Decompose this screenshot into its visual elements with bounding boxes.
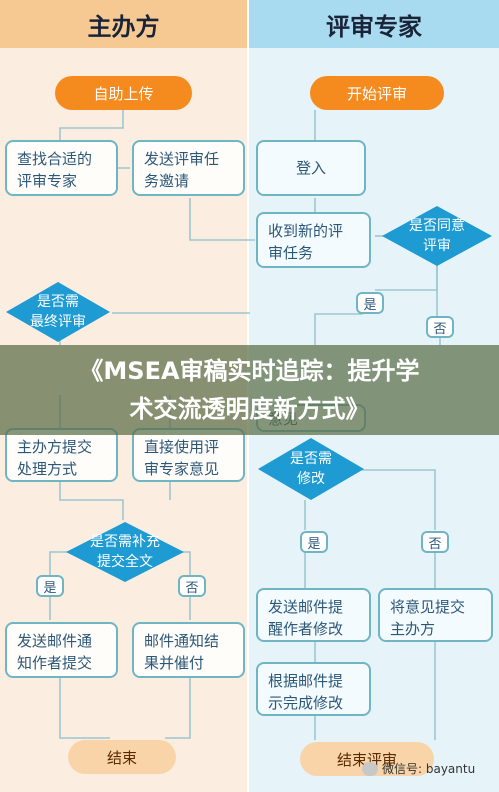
agree-review-diamond: 是否同意评审 <box>380 204 494 268</box>
diamond-shape <box>66 522 184 582</box>
self-upload-label: 自助上传 <box>93 84 154 103</box>
email-author-modify-line-1: 发送邮件提 <box>268 598 344 616</box>
email-notify-author-box: 发送邮件通 知作者提交 <box>5 622 118 678</box>
start-review-label: 开始评审 <box>346 84 407 103</box>
need-final-review-diamond: 是否需最终评审 <box>4 280 112 344</box>
login-label: 登入 <box>295 159 326 177</box>
need-fulltext-diamond: 是否需补充提交全文 <box>64 520 186 584</box>
diamond-shape <box>6 282 110 342</box>
email-notify-line-1: 发送邮件通 <box>17 632 93 650</box>
right-no-tag-top: 否 <box>426 316 454 338</box>
banner-line-2: 术交流透明度新方式》 <box>129 395 370 423</box>
receive-task-box: 收到新的评 审任务 <box>256 212 371 268</box>
use-opinion-line-1: 直接使用评 <box>144 438 220 456</box>
modify-by-email-box: 根据邮件提 示完成修改 <box>256 662 371 716</box>
banner-title: 《MSEA审稿实时追踪：提升学 术交流透明度新方式》 <box>0 352 499 428</box>
use-opinion-line-2: 审专家意见 <box>144 460 220 478</box>
submit-opinion-line-2: 主办方 <box>390 620 436 638</box>
right-yes-tag: 是 <box>300 531 328 553</box>
agree-review-label: 是否同意评审 <box>409 218 465 254</box>
organizer-handle-line-1: 主办方提交 <box>17 438 93 456</box>
end-pill: 结束 <box>68 740 176 774</box>
need-modify-label: 是否需修改 <box>290 451 332 487</box>
modify-by-email-line-2: 示完成修改 <box>268 694 344 712</box>
self-upload-pill: 自助上传 <box>55 76 192 110</box>
find-experts-line-1: 查找合适的 <box>17 150 93 168</box>
email-result-box: 邮件通知结 果并催付 <box>132 622 245 678</box>
need-final-review-label: 是否需最终评审 <box>30 294 86 330</box>
organizer-handle-box: 主办方提交 处理方式 <box>5 428 118 482</box>
diamond-shape <box>258 438 364 500</box>
send-invite-box: 发送评审任 务邀请 <box>132 140 245 196</box>
watermark: 微信号: bayantu <box>362 760 475 777</box>
email-result-line-1: 邮件通知结 <box>144 632 220 650</box>
submit-opinion-box: 将意见提交 主办方 <box>378 588 493 642</box>
wechat-icon <box>362 761 378 776</box>
login-box: 登入 <box>256 140 366 196</box>
email-result-line-2: 果并催付 <box>144 654 205 672</box>
left-no-tag: 否 <box>178 575 206 597</box>
organizer-header: 主办方 <box>0 0 247 48</box>
modify-by-email-line-1: 根据邮件提 <box>268 672 344 690</box>
left-yes-tag: 是 <box>36 575 64 597</box>
submit-opinion-line-1: 将意见提交 <box>390 598 466 616</box>
end-review-label: 结束评审 <box>336 750 397 769</box>
need-modify-diamond: 是否需修改 <box>256 436 366 502</box>
diamond-shape <box>382 206 492 266</box>
email-author-modify-box: 发送邮件提 醒作者修改 <box>256 588 371 642</box>
right-yes-tag-top: 是 <box>356 292 384 314</box>
email-author-modify-line-2: 醒作者修改 <box>268 620 344 638</box>
receive-task-line-1: 收到新的评 <box>268 222 344 240</box>
banner-line-1: 《MSEA审稿实时追踪：提升学 <box>79 357 420 385</box>
email-notify-line-2: 知作者提交 <box>17 654 93 672</box>
organizer-handle-line-2: 处理方式 <box>17 460 78 478</box>
title-banner <box>0 345 499 435</box>
receive-task-line-2: 审任务 <box>268 244 314 262</box>
end-label: 结束 <box>106 748 137 767</box>
find-experts-box: 查找合适的 评审专家 <box>5 140 118 196</box>
expert-header: 评审专家 <box>249 0 499 48</box>
watermark-text: 微信号: bayantu <box>382 762 476 776</box>
need-fulltext-label: 是否需补充提交全文 <box>90 534 160 570</box>
use-expert-opinion-box: 直接使用评 审专家意见 <box>132 428 245 482</box>
send-invite-line-2: 务邀请 <box>144 172 190 190</box>
send-invite-line-1: 发送评审任 <box>144 150 220 168</box>
right-no-tag: 否 <box>421 531 449 553</box>
start-review-pill: 开始评审 <box>310 76 444 110</box>
find-experts-line-2: 评审专家 <box>17 172 78 190</box>
